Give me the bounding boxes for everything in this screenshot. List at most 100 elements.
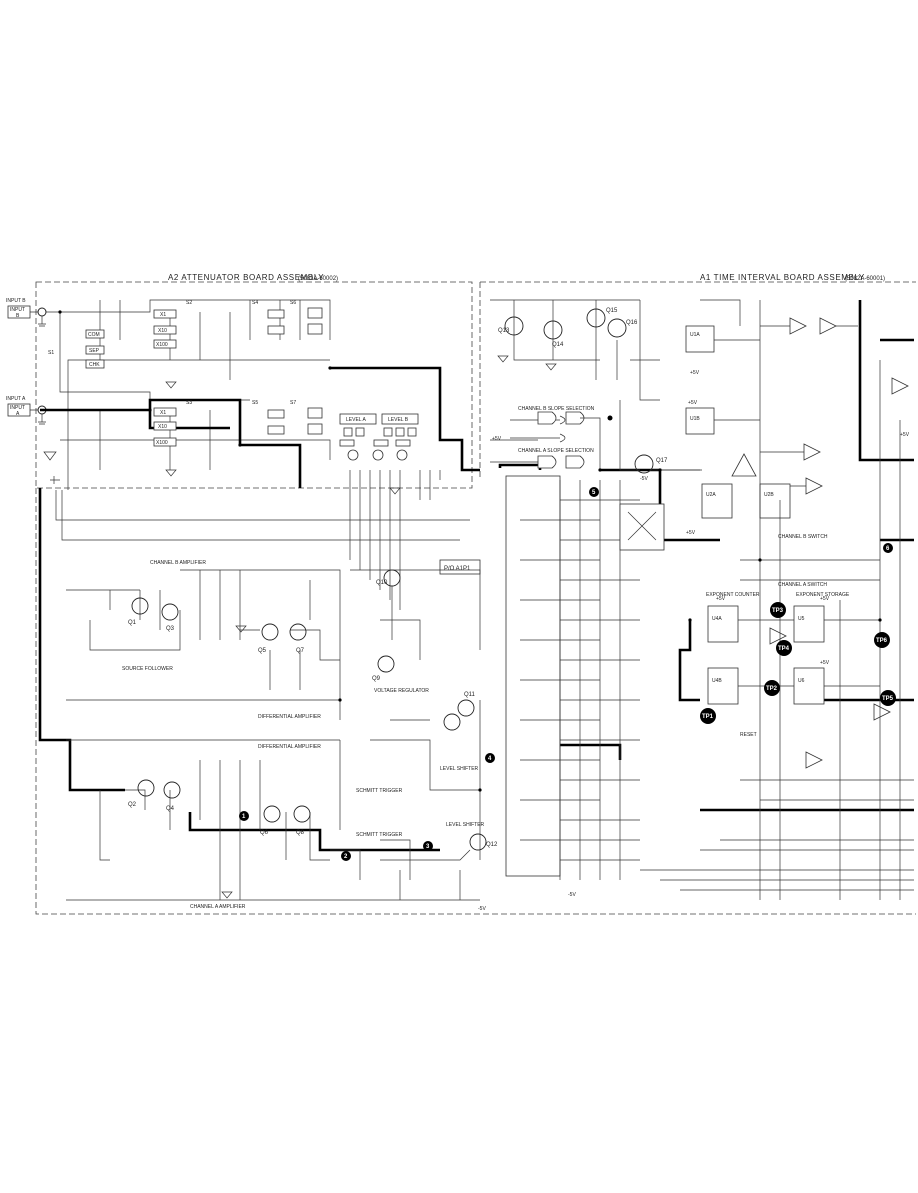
channel-a-amp-label: CHANNEL A AMPLIFIER [190, 904, 246, 910]
input-b-connector: INPUT B [7, 305, 47, 327]
level-shifter-a-label: LEVEL SHIFTER [446, 822, 485, 828]
svg-text:Q11: Q11 [464, 692, 476, 698]
ground-symbols [43, 355, 557, 899]
svg-text:+5V: +5V [820, 660, 830, 666]
svg-text:U4A: U4A [712, 616, 722, 622]
svg-text:U2A: U2A [706, 492, 716, 498]
level-b-label: LEVEL B [388, 417, 409, 423]
svg-text:-5V: -5V [568, 892, 576, 898]
svg-text:Q15: Q15 [606, 308, 618, 314]
svg-text:S5: S5 [252, 400, 258, 406]
channel-a-amplifier [66, 739, 480, 901]
level-a-label: LEVEL A [346, 417, 366, 423]
svg-text:Q6: Q6 [260, 830, 269, 836]
svg-text:S7: S7 [290, 400, 296, 406]
svg-text:S2: S2 [186, 300, 192, 306]
svg-text:Q7: Q7 [296, 648, 305, 654]
svg-text:Q16: Q16 [626, 320, 638, 326]
svg-text:COM: COM [88, 332, 100, 338]
svg-text:Q12: Q12 [486, 842, 498, 848]
attenuator-wiring [46, 299, 470, 610]
regulator-label: P/O A1P1 [444, 566, 471, 572]
svg-text:Q5: Q5 [258, 648, 267, 654]
svg-text:+5V: +5V [492, 436, 502, 442]
channel-b-amp-label: CHANNEL B AMPLIFIER [150, 560, 206, 566]
cha-switch-label: CHANNEL A SWITCH [778, 582, 827, 588]
right-bus [600, 300, 914, 900]
svg-text:-5V: -5V [478, 906, 486, 912]
svg-text:U6: U6 [798, 678, 805, 684]
transistors-channel-b: Q1 Q3 Q5 Q7 [128, 597, 307, 654]
svg-text:Q13: Q13 [498, 328, 510, 334]
voltage-regulator-label: VOLTAGE REGULATOR [374, 688, 429, 694]
svg-text:B: B [16, 313, 20, 319]
svg-text:X100: X100 [156, 440, 168, 446]
attenuator-switches: COM SEP CHK X1 X10 X100 X1 X10 X100 S2 S… [48, 300, 323, 447]
exponent-storage-label: EXPONENT STORAGE [796, 592, 850, 598]
svg-text:U5: U5 [798, 616, 805, 622]
a2-board-title: A2 ATTENUATOR BOARD ASSEMBLY [168, 273, 324, 282]
test-point-tp3 [770, 602, 786, 618]
svg-text:U4B: U4B [712, 678, 722, 684]
svg-text:+5V: +5V [690, 370, 700, 376]
svg-text:X10: X10 [158, 328, 167, 334]
tp5-label: TP5 [882, 696, 894, 702]
tp3-label: TP3 [772, 608, 784, 614]
svg-text:+5V: +5V [716, 596, 726, 602]
svg-text:Q8: Q8 [296, 830, 305, 836]
svg-text:S3: S3 [186, 400, 192, 406]
svg-text:SEP: SEP [89, 348, 100, 354]
level-controls: LEVEL A LEVEL B [339, 413, 419, 461]
flip-flops: U1A U1B U2A U2B U4A U5 U4B U6 [660, 299, 880, 705]
channel-b-amplifier [66, 569, 341, 720]
svg-text:S6: S6 [290, 300, 296, 306]
tp2-label: TP2 [766, 686, 778, 692]
svg-text:Q2: Q2 [128, 802, 137, 808]
svg-text:S1: S1 [48, 350, 54, 356]
reset-label: RESET [740, 732, 757, 738]
tp1-label: TP1 [702, 714, 714, 720]
svg-text:+5V: +5V [686, 530, 696, 536]
buffers [731, 317, 909, 769]
svg-text:X10: X10 [158, 424, 167, 430]
svg-text:Q4: Q4 [166, 806, 175, 812]
test-point-tp1 [700, 708, 716, 724]
svg-text:S4: S4 [252, 300, 258, 306]
svg-text:Q14: Q14 [552, 342, 564, 348]
svg-text:INPUT: INPUT [10, 307, 25, 313]
svg-text:+5V: +5V [820, 596, 830, 602]
transistors-channel-a: Q2 Q4 Q6 Q8 [128, 779, 311, 836]
tp6-label: TP6 [876, 638, 888, 644]
callout-1: 1 [242, 814, 246, 820]
schmitt-trigger-a-label: SCHMITT TRIGGER [356, 832, 403, 838]
callout-3: 3 [426, 844, 430, 850]
callout-5: 5 [592, 490, 596, 496]
cross-coupled-gates [619, 503, 665, 551]
svg-text:Q10: Q10 [376, 580, 388, 586]
svg-text:U2B: U2B [764, 492, 774, 498]
callout-4: 4 [488, 756, 492, 762]
svg-text:INPUT: INPUT [10, 405, 25, 411]
svg-text:Q1: Q1 [128, 620, 137, 626]
svg-text:CHK: CHK [89, 362, 100, 368]
tp4-label: TP4 [778, 646, 790, 652]
input-b-label: INPUT B [6, 298, 26, 304]
input-a-label: INPUT A [6, 396, 26, 402]
a2-board-part: (5082A-60002) [298, 276, 338, 282]
callout-2: 2 [344, 854, 348, 860]
callout-6: 6 [886, 546, 890, 552]
svg-text:+5V: +5V [688, 400, 698, 406]
svg-text:Q17: Q17 [656, 458, 668, 464]
a1-board-title: A1 TIME INTERVAL BOARD ASSEMBLY [700, 273, 865, 282]
test-point-tp6 [874, 632, 890, 648]
board-outlines [35, 281, 916, 915]
svg-text:U1B: U1B [690, 416, 700, 422]
exponent-counter-label: EXPONENT COUNTER [706, 592, 760, 598]
svg-text:Q3: Q3 [166, 626, 175, 632]
schmitt-trigger-area: Q11 Q12 [370, 692, 498, 900]
schmitt-trigger-b-label: SCHMITT TRIGGER [356, 788, 403, 794]
callouts: 1 2 3 4 5 6 [239, 487, 893, 861]
chb-slope-label: CHANNEL B SLOPE SELECTION [518, 406, 595, 412]
